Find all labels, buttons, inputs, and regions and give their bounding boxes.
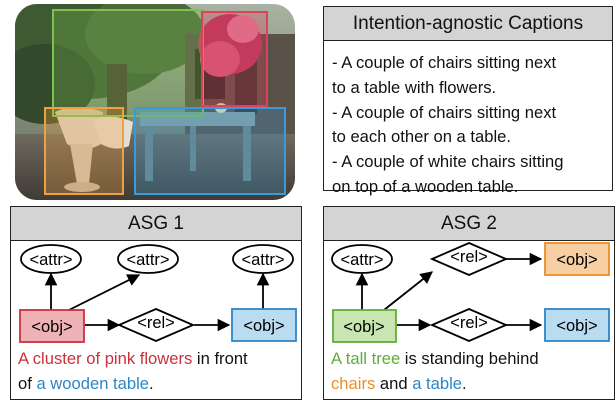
asg2-obj-left-label: <obj> (343, 318, 384, 336)
caption-line: - A couple of chairs sitting next (332, 102, 557, 122)
asg2-caption: A tall tree is standing behind chairs an… (331, 347, 539, 397)
asg1-caption-text: . (149, 373, 154, 393)
tree-region-box (52, 9, 204, 117)
caption-line: to a table with flowers. (332, 77, 497, 97)
caption-line: to each other on a table. (332, 127, 511, 147)
scene-photo-drawing (15, 4, 295, 200)
asg1-attr-node (117, 244, 179, 274)
asg1-caption-flowers: A cluster of pink flowers (18, 349, 193, 368)
asg1-caption-text: in front (192, 349, 248, 368)
caption-line: on top of a wooden table. (332, 176, 519, 196)
asg2-obj-top-label: <obj> (556, 251, 597, 269)
asg1-edge (68, 274, 141, 311)
asg2-title: ASG 2 (324, 207, 614, 241)
chairs-region-box (44, 107, 124, 195)
captions-list: - A couple of chairs sitting next to a t… (332, 51, 606, 200)
asg2-obj-node-table (544, 308, 610, 342)
asg1-panel: ASG 1 <attr> <attr> <attr> <obj> <rel> <… (10, 206, 302, 400)
asg2-edge (383, 271, 433, 311)
asg1-attr-node (20, 244, 82, 274)
asg1-attr-left-label: <attr> (29, 251, 72, 269)
asg2-caption-tree: A tall tree (331, 349, 401, 368)
asg1-obj-left-label: <obj> (31, 318, 72, 336)
asg2-rel-node-bottom (429, 308, 509, 342)
asg2-caption-table: a table (412, 373, 463, 393)
asg1-attr-right-label: <attr> (241, 251, 284, 269)
asg1-rel-label: <rel> (137, 314, 175, 332)
asg1-graph: <attr> <attr> <attr> <obj> <rel> <obj> (19, 244, 297, 343)
asg1-obj-right-label: <obj> (243, 317, 284, 335)
captions-panel: Intention-agnostic Captions - A couple o… (323, 6, 613, 196)
asg1-obj-node-flowers (19, 309, 85, 343)
asg1-attr-mid-label: <attr> (126, 251, 169, 269)
asg2-attr-node (331, 244, 393, 274)
flowers-region-box (201, 11, 268, 107)
captions-panel-title: Intention-agnostic Captions (324, 7, 612, 41)
asg2-attr-label: <attr> (340, 251, 383, 269)
asg1-obj-node-table (231, 308, 297, 342)
caption-line: - A couple of white chairs sitting (332, 152, 564, 172)
scene-photo (15, 4, 295, 200)
asg2-obj-node-tree (332, 309, 397, 343)
asg1-attr-node (232, 244, 294, 274)
asg1-title: ASG 1 (11, 207, 301, 241)
asg2-obj-node-chairs (544, 242, 610, 276)
asg2-caption-text: and (375, 373, 413, 393)
asg2-rel-node-top (429, 242, 509, 276)
asg2-rel-bottom-label: <rel> (450, 314, 488, 332)
asg2-rel-top-label: <rel> (450, 248, 488, 266)
caption-line: - A couple of chairs sitting next (332, 53, 557, 72)
asg1-caption-table: a wooden table (36, 373, 150, 393)
asg1-caption: A cluster of pink flowers in front of a … (18, 347, 248, 397)
table-region-box (134, 107, 286, 195)
asg2-caption-text: . (462, 373, 467, 393)
asg2-panel: ASG 2 <attr> <rel> <obj> <obj> <rel> <ob… (323, 206, 615, 400)
asg1-caption-text: of (18, 373, 37, 393)
asg2-obj-right-label: <obj> (556, 317, 597, 335)
asg1-rel-node (116, 308, 196, 342)
asg2-caption-text: is standing behind (400, 349, 539, 368)
asg2-caption-chairs: chairs (331, 373, 376, 393)
asg2-graph: <attr> <rel> <obj> <obj> <rel> <obj> (331, 242, 610, 343)
